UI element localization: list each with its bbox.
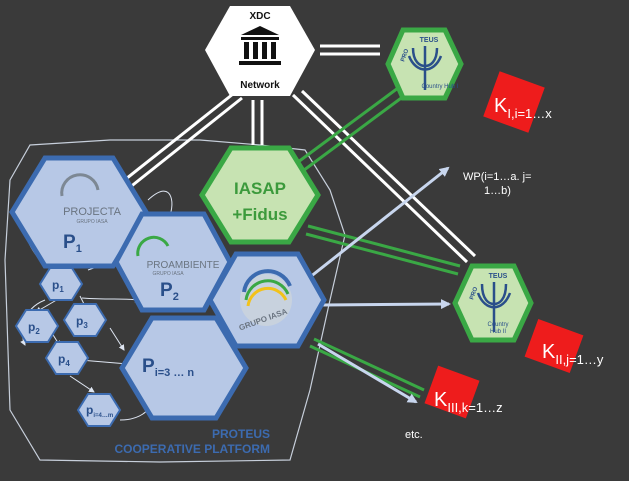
hub2-top-label: TEUS — [489, 273, 508, 280]
xdc-title: XDC — [249, 11, 270, 22]
proambiente-logo-arc — [136, 235, 170, 257]
etc-label: etc. — [405, 429, 423, 441]
small-project-p2: p2 — [14, 309, 60, 343]
svg-text:P1: P1 — [63, 232, 82, 255]
svg-text:p4: p4 — [58, 352, 70, 368]
hub2-side-label: PRO — [469, 286, 479, 301]
project-pn-node: Pi=3 … n — [119, 315, 249, 421]
svg-text:p3: p3 — [76, 314, 88, 330]
xdc-subtitle: Network — [240, 80, 280, 91]
svg-text:Pi=3 … n: Pi=3 … n — [142, 356, 194, 379]
wp-label-line2: 1…b) — [484, 185, 511, 197]
projecta-logo-text: PROJECTA — [63, 206, 122, 218]
key-box-2: KII,j=1…y — [524, 318, 604, 374]
proambiente-logo-sub: GRUPO IASA — [152, 271, 184, 277]
hub1-side-label: PRO — [400, 48, 410, 63]
svg-text:p1: p1 — [52, 278, 64, 294]
platform-label-line2: COOPERATIVE PLATFORM — [114, 442, 270, 456]
svg-text:KII,j=1…y: KII,j=1…y — [542, 341, 604, 367]
projecta-logo-arc — [60, 173, 100, 197]
svg-text:KIII,k=1…z: KIII,k=1…z — [434, 389, 503, 415]
small-project-p1: p1 — [38, 267, 84, 301]
key-box-3: KIII,k=1…z — [424, 365, 503, 419]
small-project-p3: p3 — [62, 303, 108, 337]
hub2-bottom-label-1: Country — [487, 322, 508, 328]
project-p2-node: PROAMBIENTE GRUPO IASA P2 — [113, 211, 233, 313]
bank-icon — [239, 26, 281, 65]
green-connectors — [289, 86, 461, 399]
hub1-bottom-label: Country Hub I — [421, 84, 458, 90]
hub1-top-label: TEUS — [420, 37, 439, 44]
svg-text:P2: P2 — [160, 280, 179, 303]
trident-icon — [407, 46, 443, 90]
country-hub-2: TEUS PRO Country Hub II — [452, 263, 534, 343]
country-hub-1: TEUS PRO Country Hub I — [385, 27, 464, 101]
grupo-iasa-node: GRUPO IASA — [207, 251, 327, 349]
wp-label-line1: WP(i=1…a. j= — [463, 171, 531, 183]
arrow-connectors — [299, 166, 451, 404]
small-project-p4: p4 — [44, 341, 90, 375]
iasap-line1: IASAP — [234, 179, 286, 198]
xdc-network-node: XDC Network — [205, 6, 315, 96]
svg-text:KI,i=1…x: KI,i=1…x — [494, 95, 552, 121]
svg-text:p2: p2 — [28, 320, 40, 336]
svg-text:pi=4…m: pi=4…m — [86, 403, 113, 419]
proambiente-logo-text: PROAMBIENTE — [147, 260, 220, 271]
projecta-logo-sub: GRUPO IASA — [76, 219, 108, 225]
iasap-fidus-node: IASAP +Fidus — [199, 145, 321, 245]
platform-label-line1: PROTEUS — [212, 427, 270, 441]
iasap-line2: +Fidus — [232, 205, 287, 224]
white-connectors — [116, 44, 477, 264]
small-project-pm: pi=4…m — [76, 393, 122, 427]
trident-icon — [476, 282, 512, 332]
hub2-bottom-label-2: Hub II — [490, 329, 506, 335]
key-box-1: KI,i=1…x — [483, 71, 552, 133]
